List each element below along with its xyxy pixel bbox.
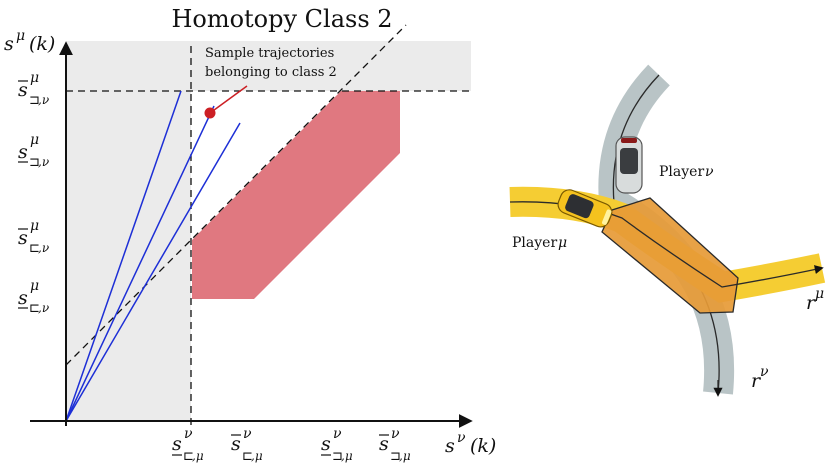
y-tick-label: s μ ⊐ ,ν — [18, 132, 49, 170]
svg-text:μ: μ — [30, 278, 39, 294]
svg-text:ν: ν — [760, 364, 769, 380]
svg-text:μ: μ — [815, 286, 824, 302]
annotation-line-1: Sample trajectories — [205, 46, 334, 61]
reference-label-mu: r μ — [806, 286, 824, 314]
svg-text:r: r — [751, 370, 762, 392]
x-axis-label: s ν (k) — [445, 430, 496, 457]
svg-text:μ: μ — [16, 28, 25, 44]
svg-text:s: s — [18, 227, 28, 249]
annotation-line-2: belonging to class 2 — [205, 65, 337, 80]
svg-text:s: s — [18, 141, 28, 163]
x-tick-label: s ν ⊏ ,μ — [172, 426, 204, 463]
shaded-region-left — [66, 41, 191, 421]
trajectory-line — [65, 90, 182, 422]
svg-text:⊏: ⊏ — [242, 449, 253, 463]
svg-text:r: r — [806, 292, 817, 314]
svg-text:,ν: ,ν — [38, 241, 49, 255]
svg-text:,μ: ,μ — [192, 449, 204, 463]
car-player-mu — [557, 189, 613, 228]
trajectory-line — [65, 105, 215, 422]
shaded-region-top — [191, 41, 471, 91]
svg-text:⊐: ⊐ — [390, 449, 401, 463]
svg-text:,μ: ,μ — [341, 449, 353, 463]
car-player-nu — [615, 136, 643, 194]
conflict-zone — [602, 198, 738, 313]
svg-text:ν: ν — [391, 426, 400, 442]
svg-text:⊐: ⊐ — [29, 155, 40, 170]
svg-text:s: s — [18, 79, 28, 101]
svg-text:ν: ν — [705, 164, 714, 180]
svg-text:Player: Player — [512, 235, 557, 251]
svg-text:,μ: ,μ — [399, 449, 411, 463]
svg-text:,μ: ,μ — [251, 449, 263, 463]
conflict-zone-outline — [601, 197, 739, 314]
svg-text:s: s — [18, 287, 28, 309]
svg-text:ν: ν — [243, 426, 252, 442]
svg-text:⊏: ⊏ — [29, 301, 40, 316]
svg-text:⊏: ⊏ — [29, 241, 40, 256]
annotation-pointer — [209, 85, 248, 114]
svg-text:,ν: ,ν — [38, 93, 49, 107]
annotation-marker — [204, 107, 216, 119]
intersection-scene: Player ν Player μ r μ r ν — [509, 64, 826, 397]
svg-text:Player: Player — [659, 164, 704, 180]
y-tick-label: s μ ⊏ ,ν — [18, 218, 49, 256]
svg-text:ν: ν — [333, 426, 342, 442]
svg-text:,ν: ,ν — [38, 301, 49, 315]
dashed-diagonal-line — [65, 24, 407, 366]
homotopy-diagram: Homotopy Class 2 Sample trajectories bel… — [4, 5, 496, 463]
trajectory-line — [65, 122, 241, 422]
svg-text:ν: ν — [184, 426, 193, 442]
svg-text:(k): (k) — [470, 435, 496, 457]
svg-text:ν: ν — [457, 430, 466, 446]
svg-text:μ: μ — [30, 70, 39, 86]
svg-text:,ν: ,ν — [38, 155, 49, 169]
diagram-title: Homotopy Class 2 — [171, 5, 392, 33]
x-tick-label: s ν ⊐ ,μ — [321, 426, 353, 463]
reference-label-nu: r ν — [751, 364, 769, 392]
svg-text:μ: μ — [30, 132, 39, 148]
svg-text:⊐: ⊐ — [332, 449, 343, 463]
x-tick-label: s ν ⊏ ,μ — [231, 426, 263, 463]
svg-text:s: s — [231, 433, 241, 455]
svg-text:s: s — [4, 33, 14, 55]
y-axis-label: s μ (k) — [4, 28, 55, 55]
y-tick-label: s μ ⊐ ,ν — [18, 70, 49, 108]
svg-text:(k): (k) — [29, 33, 55, 55]
svg-text:⊏: ⊏ — [183, 449, 194, 463]
svg-text:s: s — [445, 435, 455, 457]
player-nu-label: Player ν — [659, 164, 714, 180]
collision-region — [192, 91, 400, 299]
svg-text:μ: μ — [558, 235, 567, 251]
svg-text:⊐: ⊐ — [29, 93, 40, 108]
svg-text:s: s — [172, 433, 182, 455]
player-mu-label: Player μ — [512, 235, 567, 251]
y-tick-label: s μ ⊏ ,ν — [18, 278, 49, 316]
svg-text:s: s — [321, 433, 331, 455]
svg-text:μ: μ — [30, 218, 39, 234]
x-tick-label: s ν ⊐ ,μ — [379, 426, 411, 463]
svg-text:s: s — [379, 433, 389, 455]
